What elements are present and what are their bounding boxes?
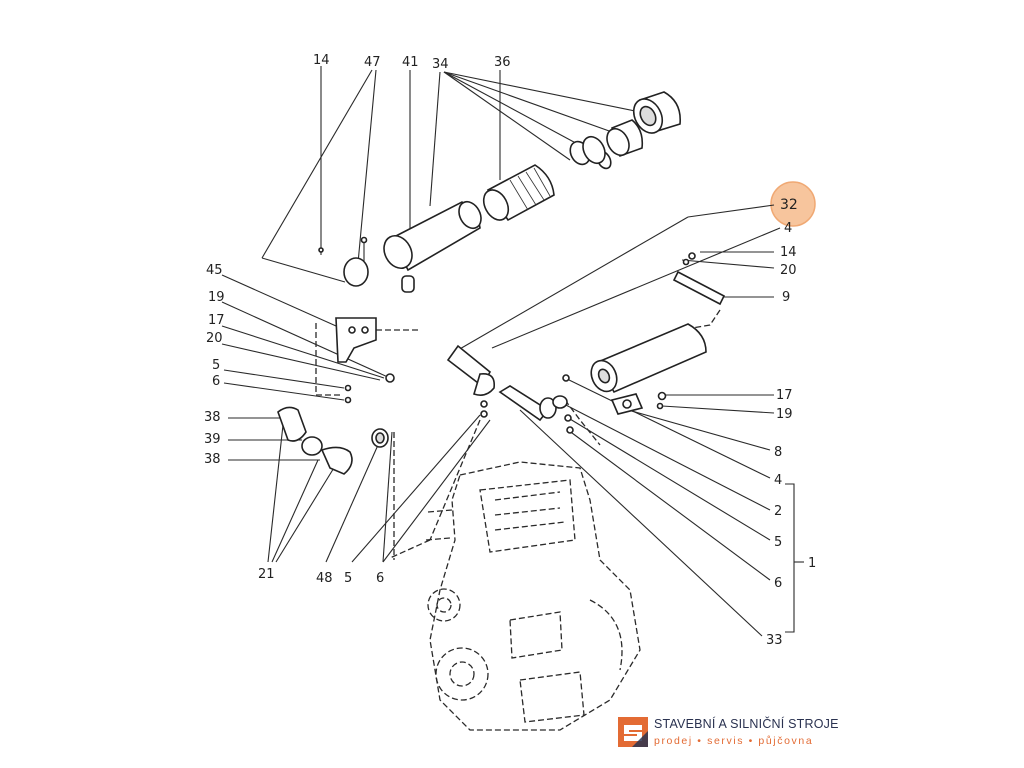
logo-text: STAVEBNÍ A SILNIČNÍ STROJE prodej • serv… xyxy=(654,718,839,746)
callout-48: 48 xyxy=(316,571,333,586)
leader-lines xyxy=(221,66,804,637)
callout-38-upper: 38 xyxy=(204,410,221,425)
callout-32: 32 xyxy=(780,197,798,213)
callout-20-right: 20 xyxy=(780,263,797,278)
callout-47: 47 xyxy=(364,55,381,70)
callout-14-top: 14 xyxy=(313,53,330,68)
callout-17-right: 17 xyxy=(776,388,793,403)
part-32-highlight xyxy=(770,181,816,227)
callout-14-right: 14 xyxy=(780,245,797,260)
callout-6-left: 6 xyxy=(212,374,220,389)
callout-38-lower: 38 xyxy=(204,452,221,467)
callout-9: 9 xyxy=(782,290,790,305)
callout-33: 33 xyxy=(766,633,783,648)
callout-39: 39 xyxy=(204,432,221,447)
air-filter-assembly xyxy=(318,91,681,404)
intake-hoses xyxy=(277,406,389,475)
callout-1: 1 xyxy=(808,556,816,571)
callout-labels: 14 47 41 34 36 45 19 17 20 5 6 38 39 38 … xyxy=(204,53,816,648)
muffler-assembly xyxy=(552,252,726,434)
callout-34: 34 xyxy=(432,57,449,72)
callout-17-left: 17 xyxy=(208,313,225,328)
callout-36: 36 xyxy=(494,55,511,70)
company-logo: STAVEBNÍ A SILNIČNÍ STROJE prodej • serv… xyxy=(618,716,848,748)
exhaust-pipes xyxy=(446,344,557,422)
callout-6-bottom: 6 xyxy=(376,571,384,586)
brand-tagline: prodej • servis • půjčovna xyxy=(654,734,814,747)
callout-4-right: 4 xyxy=(774,473,782,488)
callout-4-top: 4 xyxy=(784,221,792,236)
brand-name: STAVEBNÍ A SILNIČNÍ STROJE xyxy=(654,717,839,731)
callout-6-right: 6 xyxy=(774,576,782,591)
callout-5-right: 5 xyxy=(774,535,782,550)
callout-2: 2 xyxy=(774,504,782,519)
callout-41: 41 xyxy=(402,55,419,70)
callout-19-left: 19 xyxy=(208,290,225,305)
callout-5-left: 5 xyxy=(212,358,220,373)
callout-8: 8 xyxy=(774,445,782,460)
engine-outline xyxy=(425,461,641,731)
callout-19-right: 19 xyxy=(776,407,793,422)
logo-mark-icon xyxy=(618,717,648,747)
callout-21: 21 xyxy=(258,567,275,582)
callout-45: 45 xyxy=(206,263,223,278)
callout-20-left: 20 xyxy=(206,331,223,346)
callout-5-bottom: 5 xyxy=(344,571,352,586)
